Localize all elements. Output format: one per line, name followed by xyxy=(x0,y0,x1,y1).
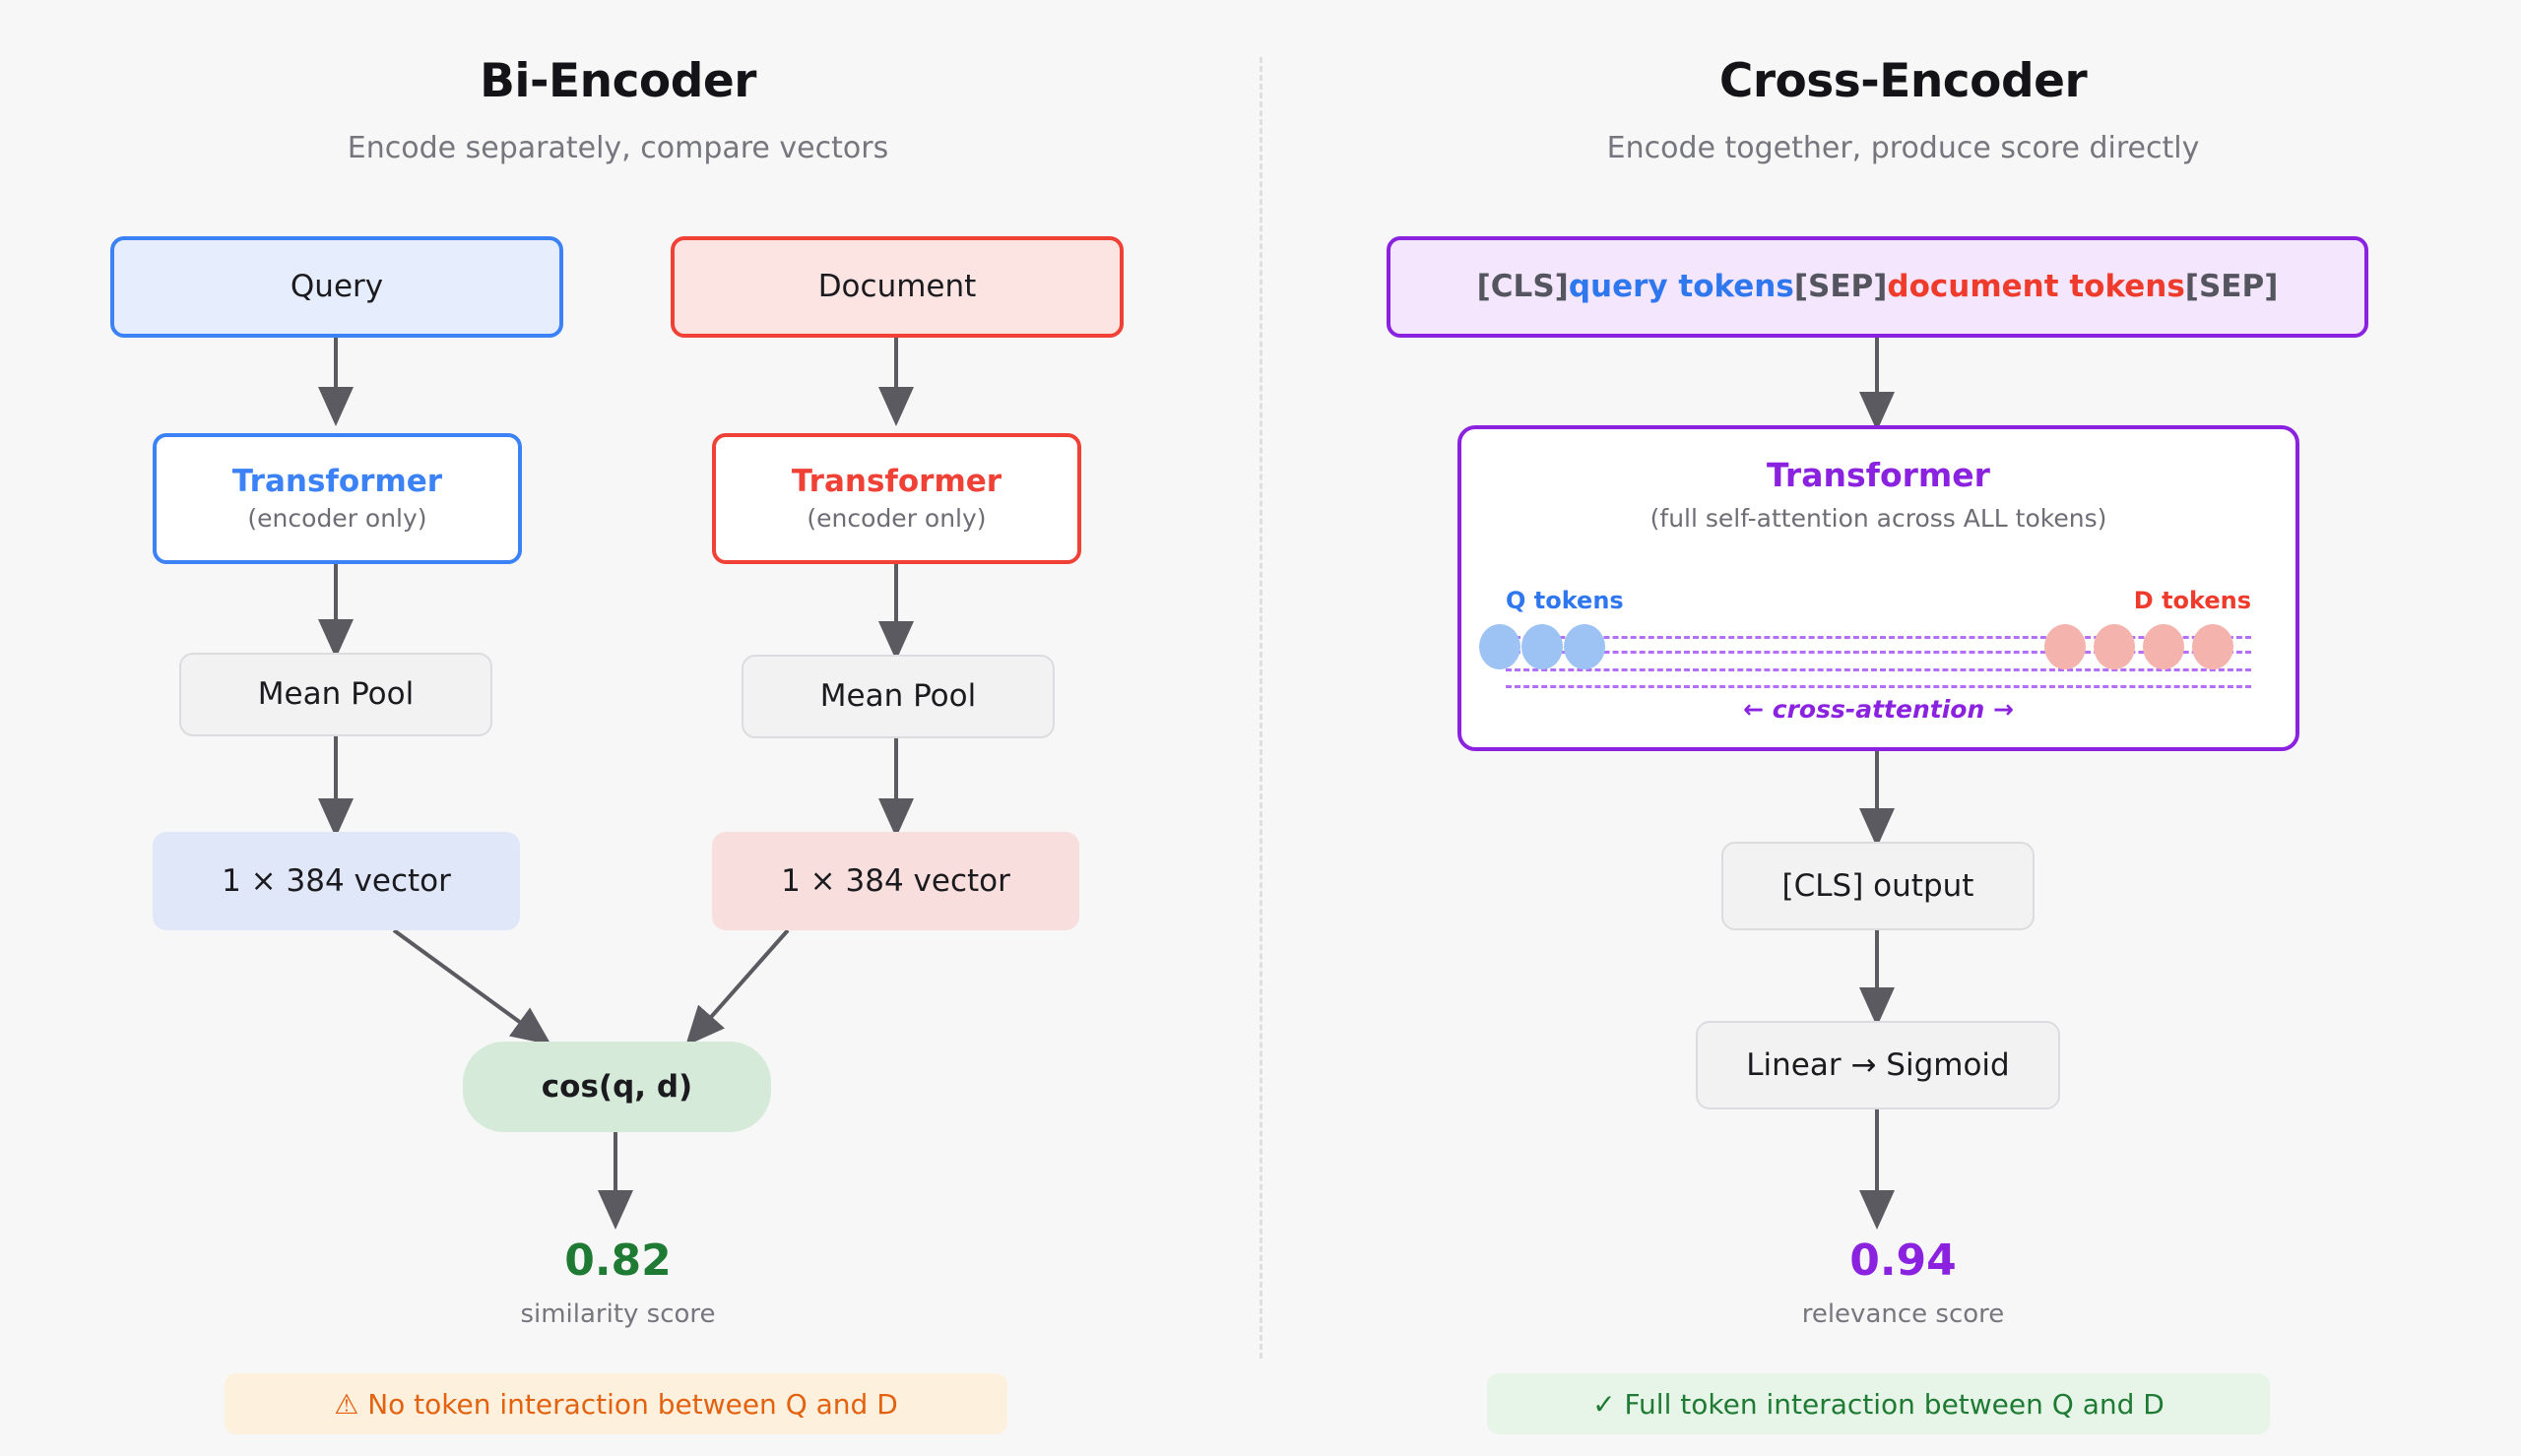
full-interaction-banner-text: ✓ Full token interaction between Q and D xyxy=(1592,1387,2165,1421)
token-sequence-text: [CLS]query tokens[SEP]document tokens[SE… xyxy=(1477,269,2279,305)
query-mean-pool-node[interactable]: Mean Pool xyxy=(179,653,492,736)
d-token-dot xyxy=(2192,624,2233,669)
document-mean-pool-label: Mean Pool xyxy=(819,678,977,715)
d-token-dot xyxy=(2094,624,2135,669)
no-interaction-banner: ⚠ No token interaction between Q and D xyxy=(225,1373,1007,1434)
bi-encoder-title: Bi-Encoder xyxy=(480,54,756,108)
full-interaction-banner: ✓ Full token interaction between Q and D xyxy=(1487,1373,2270,1434)
cross-encoder-subtitle: Encode together, produce score directly xyxy=(1606,131,2200,165)
cross-attention-line xyxy=(1506,651,2251,654)
cross-attention-line xyxy=(1506,636,2251,639)
cross-transformer-title: Transformer xyxy=(1767,456,1990,494)
cosine-node[interactable]: cos(q, d) xyxy=(463,1042,771,1132)
cross-transformer-subtitle: (full self-attention across ALL tokens) xyxy=(1649,504,2107,533)
cosine-label: cos(q, d) xyxy=(541,1068,693,1105)
cls-open-token: [CLS] xyxy=(1476,269,1569,305)
linear-sigmoid-label: Linear → Sigmoid xyxy=(1746,1046,2010,1083)
similarity-score-label: similarity score xyxy=(520,1299,716,1329)
document-transformer-subtitle: (encoder only) xyxy=(807,504,987,534)
cross-encoder-title: Cross-Encoder xyxy=(1718,54,2088,108)
document-vector-label: 1 × 384 vector xyxy=(781,862,1010,899)
column-divider xyxy=(1260,57,1262,1359)
q-token-dot xyxy=(1479,624,1520,669)
bi-encoder-subtitle: Encode separately, compare vectors xyxy=(347,131,889,165)
q-token-dot xyxy=(1521,624,1563,669)
cls-output-label: [CLS] output xyxy=(1781,867,1974,904)
cross-transformer-node[interactable]: Transformer (full self-attention across … xyxy=(1457,425,2299,751)
document-node-label: Document xyxy=(817,269,977,305)
relevance-score-value: 0.94 xyxy=(1849,1235,1957,1286)
linear-sigmoid-node[interactable]: Linear → Sigmoid xyxy=(1696,1021,2060,1109)
token-sequence-node[interactable]: [CLS]query tokens[SEP]document tokens[SE… xyxy=(1387,236,2368,338)
query-mean-pool-label: Mean Pool xyxy=(257,676,415,713)
d-token-dot xyxy=(2143,624,2184,669)
query-transformer-node[interactable]: Transformer (encoder only) xyxy=(153,433,522,564)
query-transformer-title: Transformer xyxy=(231,464,443,500)
d-tokens-label: D tokens xyxy=(2133,587,2251,614)
cls-output-node[interactable]: [CLS] output xyxy=(1721,842,2035,930)
document-tokens-text: document tokens xyxy=(1887,269,2185,305)
query-vector-node[interactable]: 1 × 384 vector xyxy=(153,832,520,930)
sep-end-token: [SEP] xyxy=(2184,269,2279,305)
d-token-dot xyxy=(2044,624,2086,669)
cross-attention-line xyxy=(1506,668,2251,671)
similarity-score-value: 0.82 xyxy=(564,1235,672,1286)
relevance-score-label: relevance score xyxy=(1801,1299,2005,1329)
query-node-label: Query xyxy=(290,269,384,305)
query-vector-label: 1 × 384 vector xyxy=(222,862,451,899)
q-tokens-label: Q tokens xyxy=(1506,587,1624,614)
document-node[interactable]: Document xyxy=(671,236,1124,338)
document-vector-node[interactable]: 1 × 384 vector xyxy=(712,832,1079,930)
document-transformer-title: Transformer xyxy=(791,464,1002,500)
cross-attention-label: ← cross-attention → xyxy=(1743,695,2014,724)
query-node[interactable]: Query xyxy=(110,236,563,338)
query-tokens-text: query tokens xyxy=(1568,269,1794,305)
query-transformer-subtitle: (encoder only) xyxy=(247,504,427,534)
document-mean-pool-node[interactable]: Mean Pool xyxy=(742,655,1055,738)
q-token-dot xyxy=(1564,624,1605,669)
cross-attention-line xyxy=(1506,685,2251,688)
sep-mid-token: [SEP] xyxy=(1793,269,1888,305)
document-transformer-node[interactable]: Transformer (encoder only) xyxy=(712,433,1081,564)
no-interaction-banner-text: ⚠ No token interaction between Q and D xyxy=(334,1387,898,1421)
